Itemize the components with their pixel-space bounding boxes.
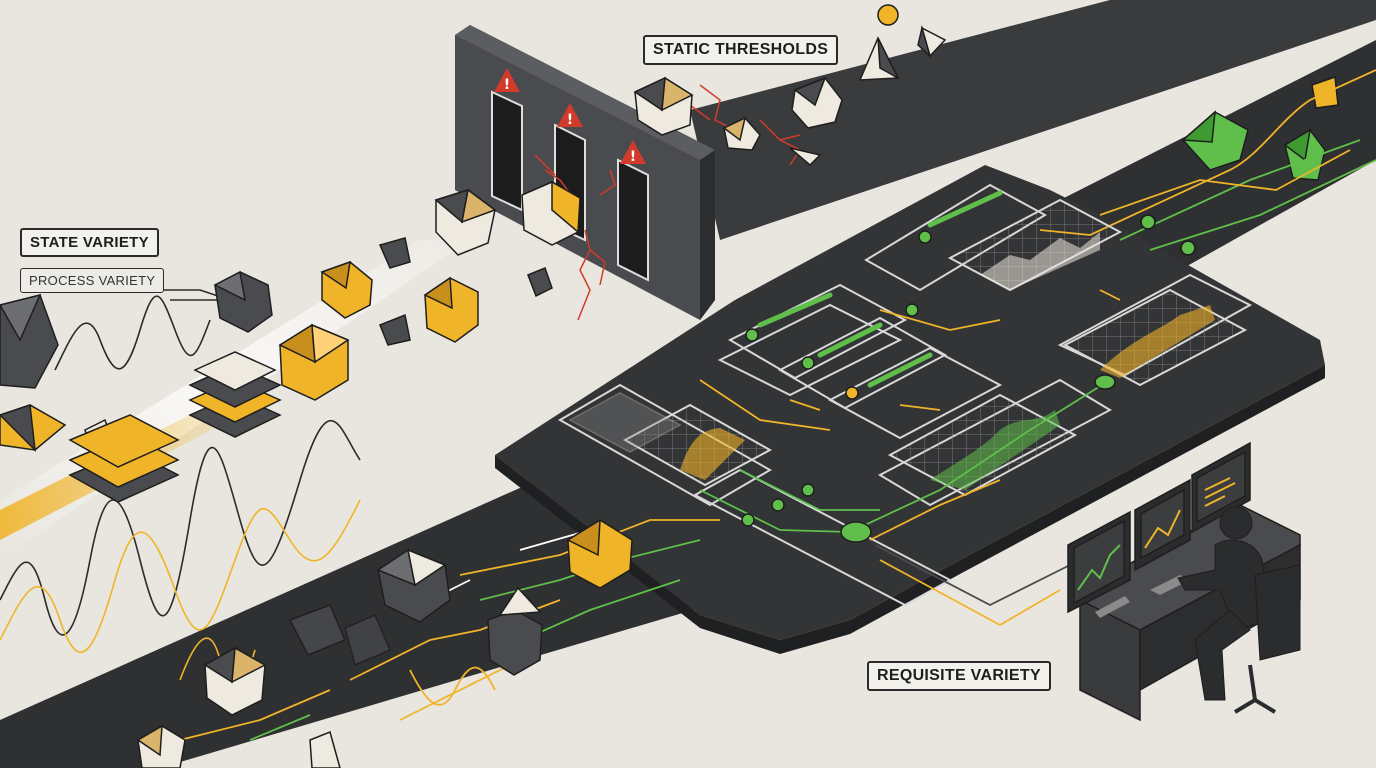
sensor-dot bbox=[877, 4, 899, 26]
state-variety-gems bbox=[0, 25, 947, 453]
label-requisite-variety: REQUISITE VARIETY bbox=[867, 661, 1051, 691]
upper-road bbox=[690, 0, 1376, 240]
board-signal-lines bbox=[699, 229, 1121, 541]
svg-text:!: ! bbox=[504, 77, 510, 93]
stacked-layers bbox=[68, 351, 282, 503]
output-gems bbox=[1181, 75, 1339, 181]
grid-panel-top bbox=[947, 198, 1123, 292]
crack-lines bbox=[534, 84, 802, 321]
operator-icon bbox=[1177, 506, 1301, 714]
panel-status-dots bbox=[745, 230, 932, 400]
threshold-wall-side bbox=[700, 150, 715, 320]
grid-panel-center bbox=[887, 393, 1078, 497]
warning-triangle-icon: ! bbox=[557, 103, 583, 128]
feedback-connectors bbox=[874, 544, 1081, 627]
label-process-variety: PROCESS VARIETY bbox=[20, 268, 165, 293]
grid-panel-left bbox=[622, 403, 773, 487]
svg-text:!: ! bbox=[630, 149, 636, 165]
warning-triangle-icon: ! bbox=[620, 140, 646, 165]
warning-triangle-icon: ! bbox=[494, 68, 520, 93]
control-board bbox=[495, 165, 1325, 640]
grid-panel-right bbox=[1062, 288, 1248, 387]
label-static-thresholds: STATIC THRESHOLDS bbox=[643, 35, 839, 65]
monitor-icon bbox=[1067, 441, 1251, 614]
input-gems bbox=[136, 518, 633, 768]
glass-readout bbox=[568, 392, 682, 453]
panel-progress-bars bbox=[757, 190, 1003, 388]
svg-text:!: ! bbox=[567, 112, 573, 128]
board-nodes bbox=[741, 374, 1116, 543]
control-board-edge bbox=[495, 365, 1325, 654]
output-signal-lines bbox=[1089, 69, 1376, 256]
label-state-variety: STATE VARIETY bbox=[20, 228, 159, 257]
